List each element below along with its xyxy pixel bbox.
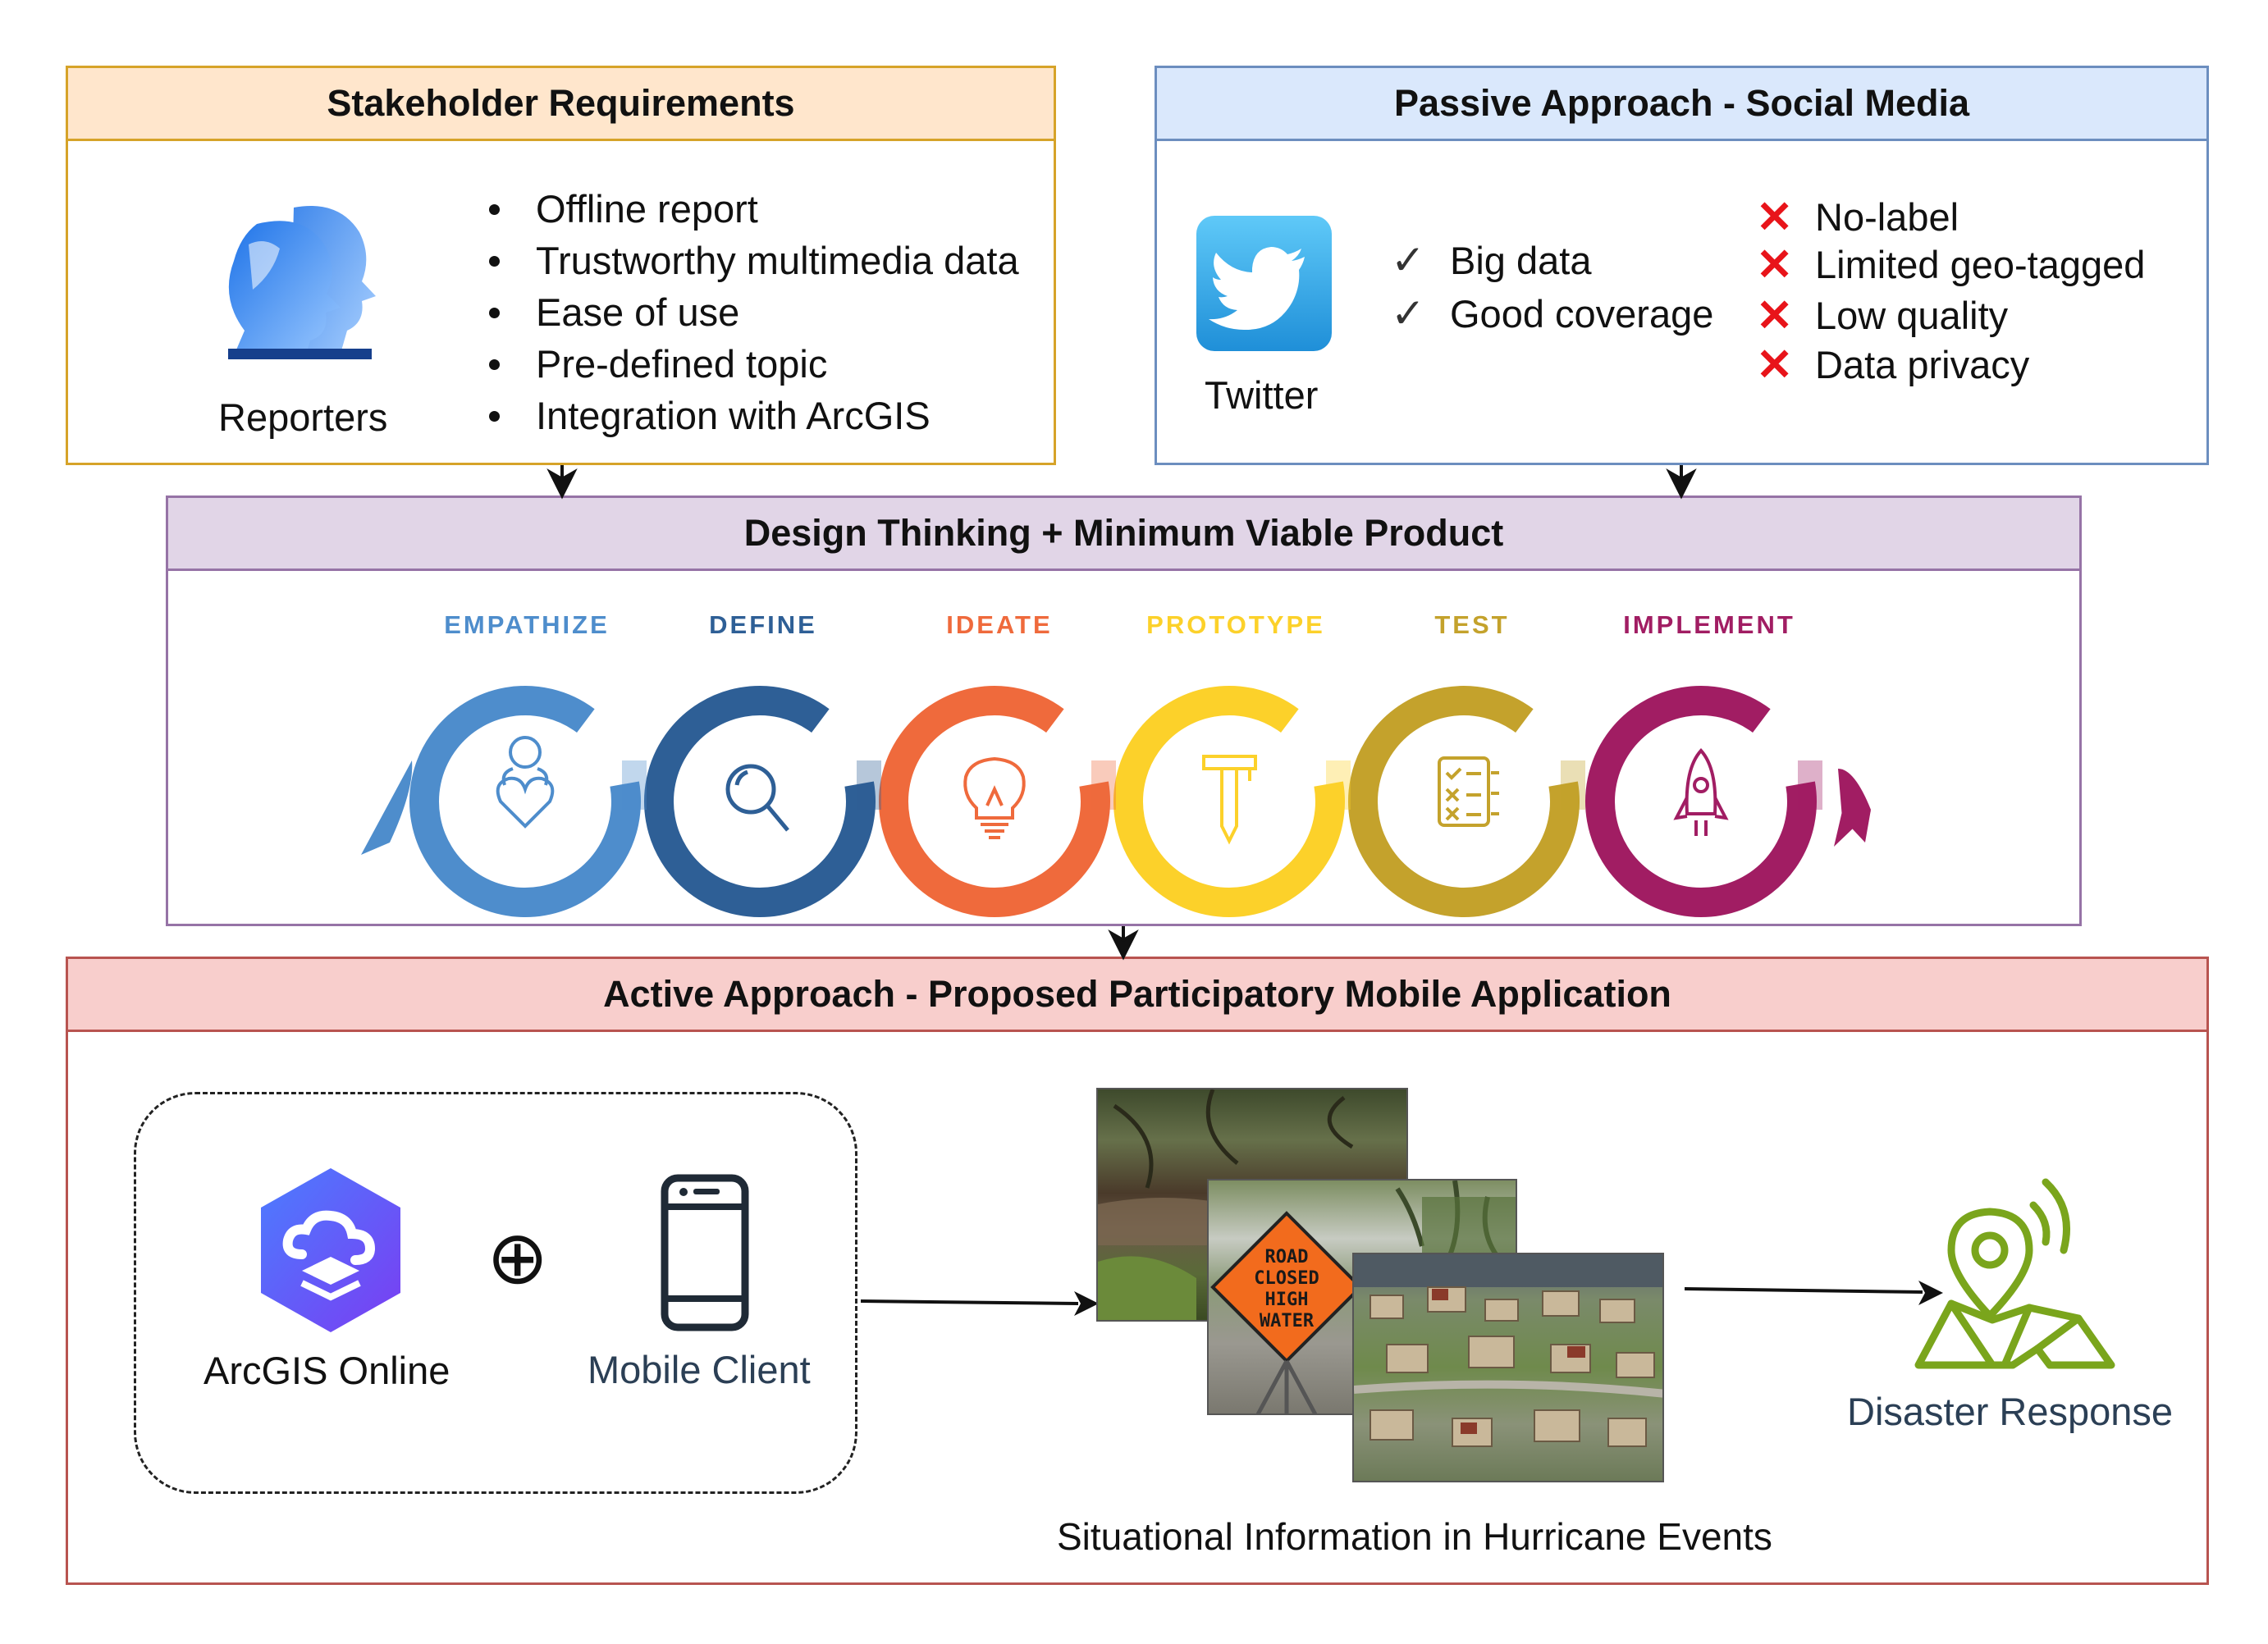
checklist-icon: [1438, 756, 1499, 827]
sign-line: WATER: [1260, 1311, 1315, 1331]
empathize-tail: [361, 760, 413, 855]
empathize-ring: [409, 686, 641, 917]
requirement-item: Ease of use: [487, 286, 1019, 338]
stage-label-prototype: PROTOTYPE: [1146, 610, 1325, 639]
person-heart-icon: [496, 736, 555, 829]
design-thinking-cycle: [361, 685, 1871, 917]
lightbulb-icon: [963, 756, 1026, 839]
ideate-ring: [879, 686, 1110, 917]
sign-line: HIGH: [1265, 1290, 1309, 1310]
twitter-icon: [1196, 216, 1332, 351]
requirement-item: Integration with ArcGIS: [487, 390, 1019, 441]
mobile-client-icon: [661, 1174, 749, 1331]
disaster-response-label: Disaster Response: [1847, 1390, 2174, 1433]
situational-caption: Situational Information in Hurricane Eve…: [1057, 1515, 1772, 1558]
check-icon: ✓: [1391, 290, 1425, 336]
rocket-icon: [1673, 748, 1729, 836]
con-item: ✕ No-label: [1756, 193, 1959, 242]
requirement-item: Offline report: [487, 183, 1019, 235]
mobile-client-label: Mobile Client: [588, 1348, 811, 1391]
stage-label-define: DEFINE: [709, 610, 817, 639]
requirements-list: Offline report Trustworthy multimedia da…: [487, 183, 1019, 441]
pro-item: ✓ Good coverage: [1391, 290, 1714, 336]
stage-label-empathize: EMPATHIZE: [444, 610, 610, 639]
arcgis-online-icon: [261, 1168, 400, 1332]
pro-item: ✓ Big data: [1391, 237, 1592, 283]
prototype-ring: [1113, 686, 1345, 917]
cross-icon: ✕: [1756, 193, 1794, 242]
check-icon: ✓: [1391, 237, 1425, 283]
passive-title: Passive Approach - Social Media: [1157, 68, 2206, 141]
magnifier-icon: [725, 764, 789, 832]
stakeholder-panel: Stakeholder Requirements Reporters Offli…: [66, 66, 1056, 465]
stage-label-test: TEST: [1434, 610, 1510, 639]
define-ring: [644, 686, 876, 917]
design-panel: Design Thinking + Minimum Viable Product…: [166, 495, 2082, 926]
implement-ring: [1585, 686, 1817, 917]
stakeholder-title: Stakeholder Requirements: [68, 68, 1054, 141]
active-title: Active Approach - Proposed Participatory…: [68, 959, 2206, 1032]
sign-line: CLOSED: [1254, 1268, 1319, 1289]
cross-icon: ✕: [1756, 340, 1794, 390]
con-item: ✕ Limited geo-tagged: [1756, 240, 2146, 290]
aerial-houses-scene: [1354, 1254, 1662, 1447]
stage-label-ideate: IDEATE: [946, 610, 1053, 639]
implement-tail: [1838, 769, 1871, 843]
plus-icon: ⊕: [487, 1217, 549, 1299]
requirement-item: Trustworthy multimedia data: [487, 235, 1019, 286]
requirement-item: Pre-defined topic: [487, 338, 1019, 390]
con-item: ✕ Low quality: [1756, 291, 2009, 340]
cross-icon: ✕: [1756, 240, 1794, 290]
active-panel: Active Approach - Proposed Participatory…: [66, 957, 2209, 1585]
sign-line: ROAD: [1265, 1247, 1309, 1267]
stage-label-implement: IMPLEMENT: [1623, 610, 1795, 639]
hurricane-aerial-photo: [1352, 1253, 1664, 1482]
cross-icon: ✕: [1756, 291, 1794, 340]
arrow-to-situational: [861, 1291, 1099, 1316]
reporters-label: Reporters: [218, 395, 388, 439]
twitter-label: Twitter: [1205, 373, 1319, 417]
disaster-response-icon: [1914, 1178, 2115, 1369]
hammer-pencil-icon: [1202, 755, 1257, 845]
passive-panel: Passive Approach - Social Media Twitter …: [1155, 66, 2209, 465]
arcgis-mobile-group: [134, 1092, 857, 1494]
arrow-to-disaster: [1685, 1281, 1943, 1305]
reporters-icon: [228, 206, 376, 359]
test-ring: [1348, 685, 1580, 917]
design-title: Design Thinking + Minimum Viable Product: [168, 498, 2079, 571]
arcgis-online-label: ArcGIS Online: [203, 1349, 450, 1392]
con-item: ✕ Data privacy: [1756, 340, 2030, 390]
